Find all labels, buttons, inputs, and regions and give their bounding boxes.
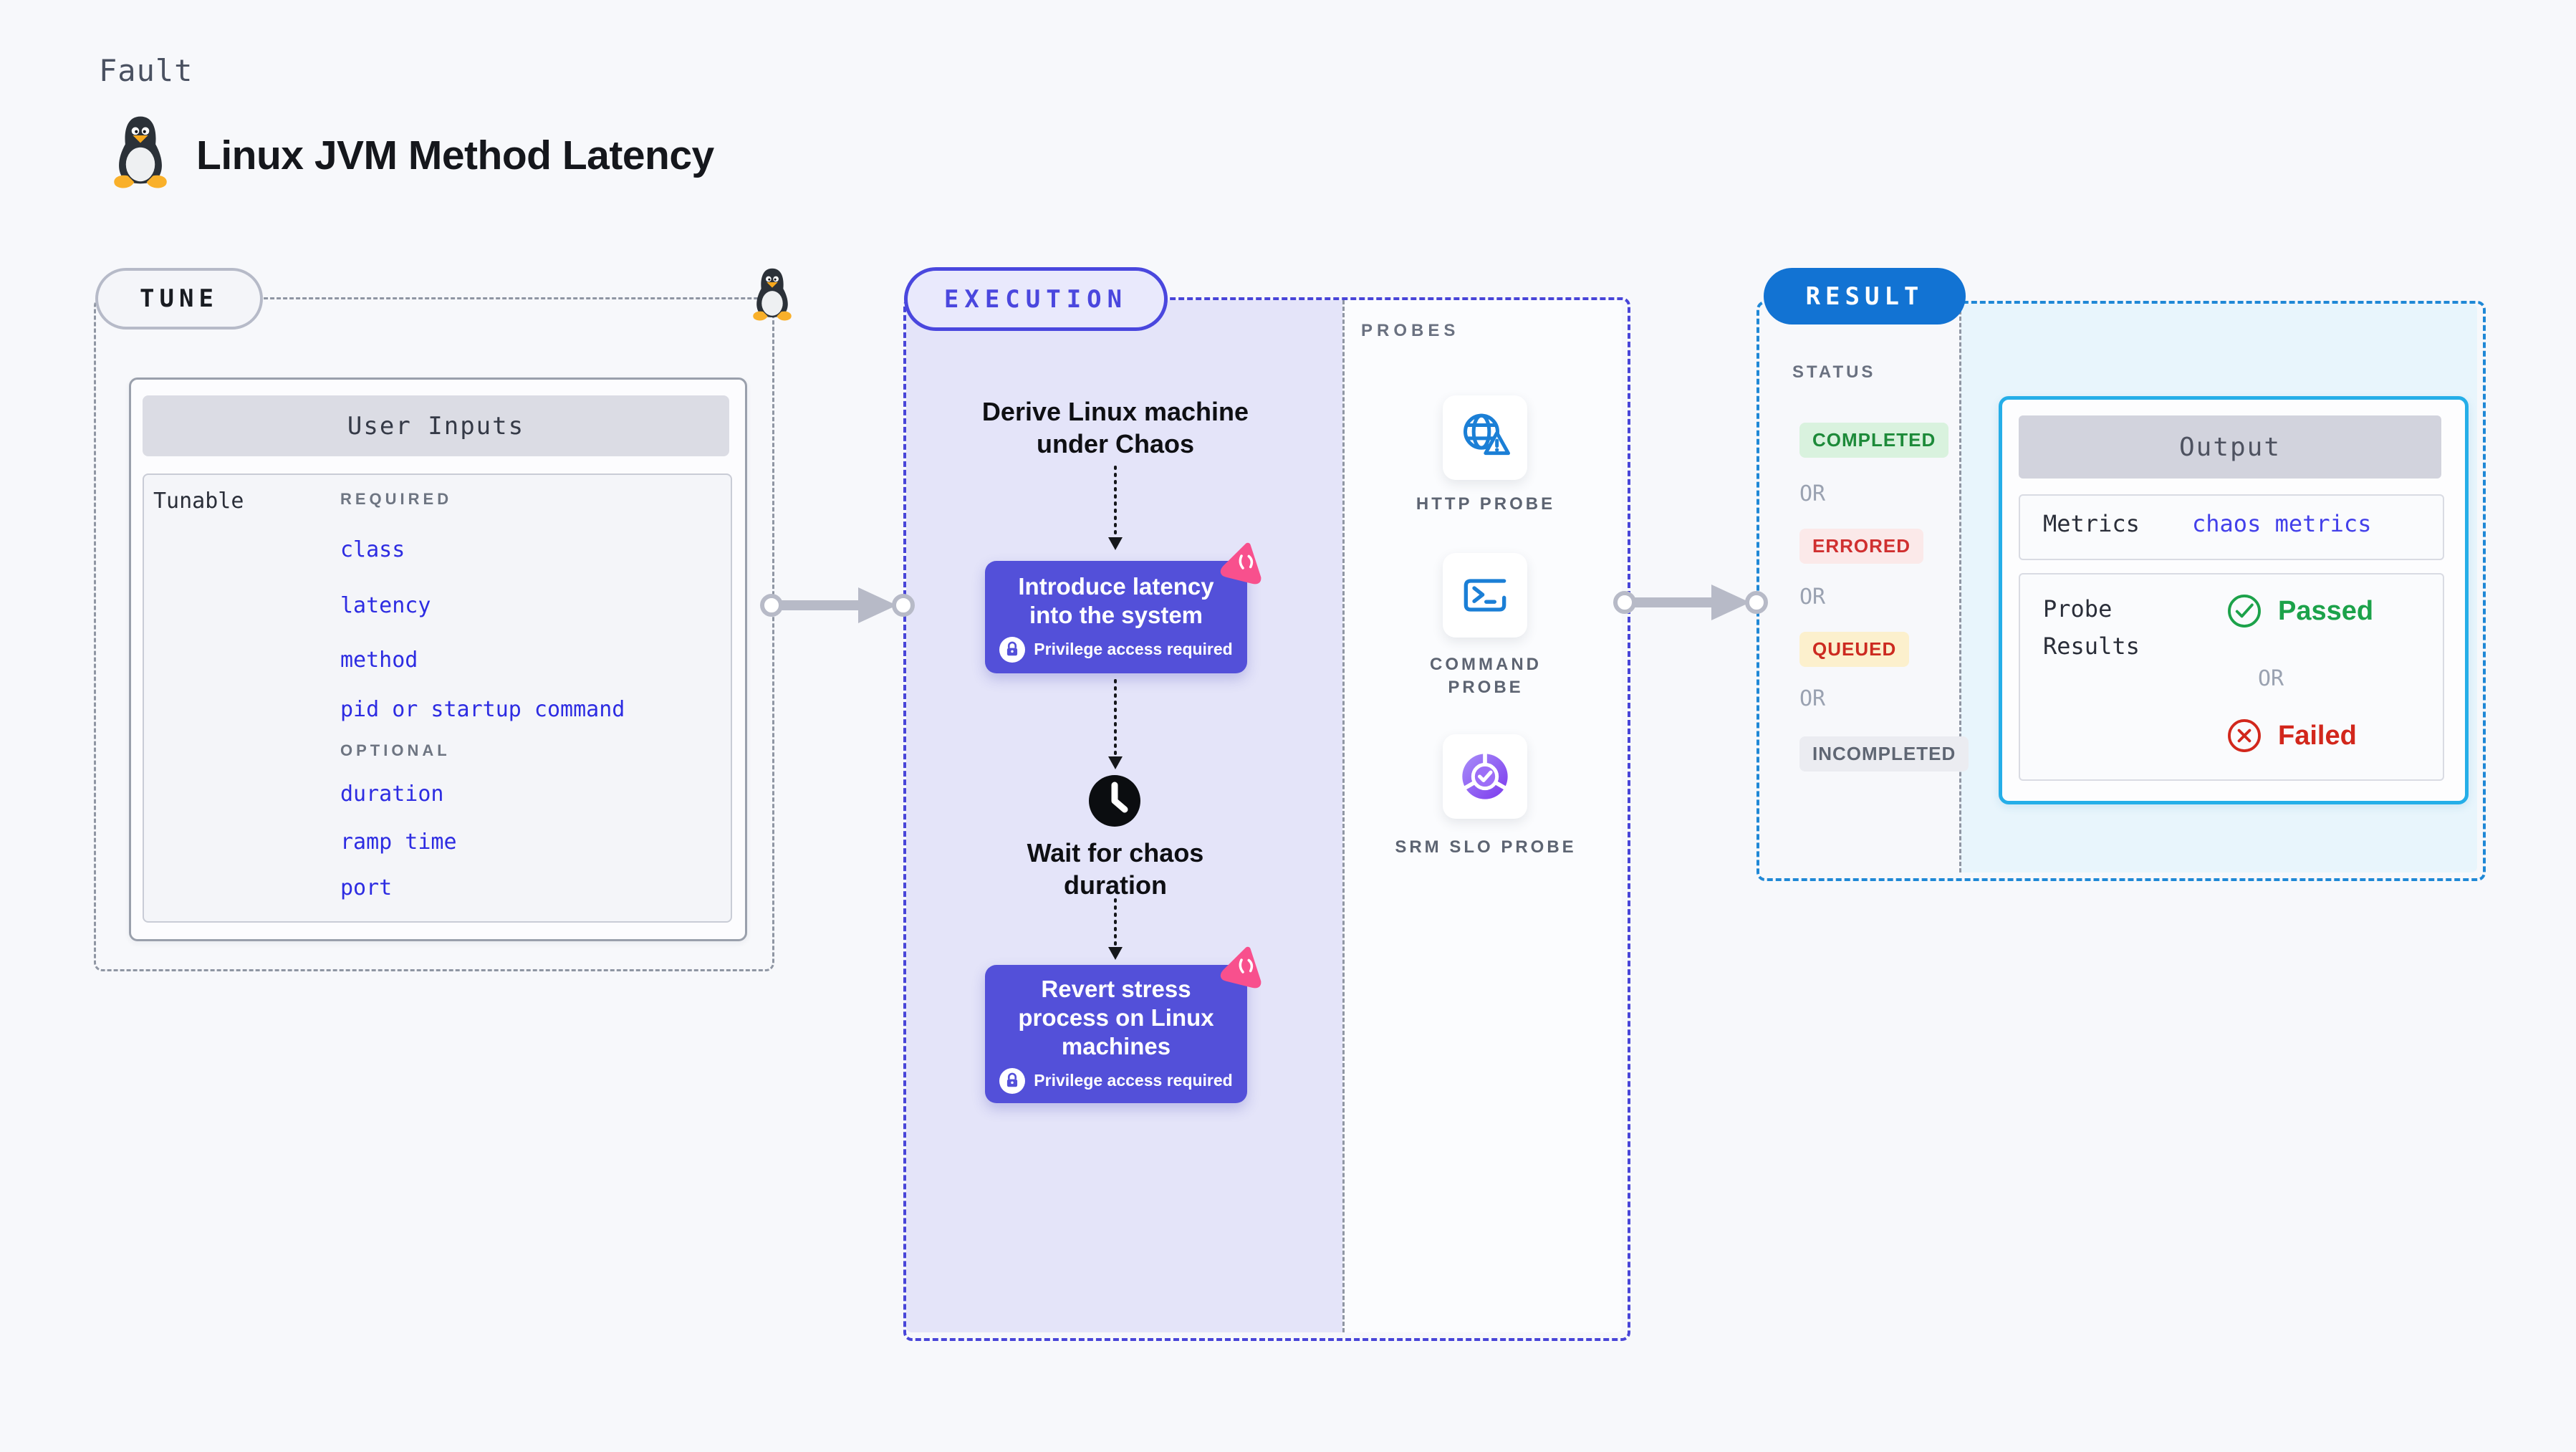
probes-heading: PROBES (1361, 321, 1460, 340)
revert-stress-title: Revert stress process on Linux machines (1018, 975, 1214, 1059)
privilege-row: Privilege access required (999, 636, 1233, 663)
or-label: OR (1799, 585, 1826, 610)
fault-label: Fault (99, 53, 193, 88)
command-probe-label: COMMAND PROBE (1430, 655, 1542, 697)
command-probe-card (1443, 553, 1527, 638)
status-badge-errored: ERRORED (1799, 529, 1924, 564)
wait-step-line2: duration (1064, 870, 1167, 900)
param-latency: latency (340, 593, 431, 618)
http-probe-label: HTTP PROBE (1416, 494, 1556, 514)
output-title: Output (2178, 432, 2282, 462)
execution-pill: EXECUTION (904, 267, 1168, 331)
or-label: OR (2258, 666, 2284, 691)
revert-stress-node: Revert stress process on Linux machines … (985, 965, 1247, 1103)
param-ramp-time: ramp time (340, 830, 457, 855)
tune-pill: TUNE (95, 268, 263, 330)
lock-icon (999, 1067, 1026, 1094)
clock-icon (1089, 775, 1140, 827)
execution-section-frame (903, 297, 1630, 1341)
srm-slo-probe-label: SRM SLO PROBE (1395, 837, 1577, 857)
check-circle-icon (2228, 595, 2261, 628)
flow-arrow-icon (760, 587, 915, 623)
required-heading: REQUIRED (340, 490, 453, 508)
terminal-icon (1464, 579, 1506, 612)
tux-linux-icon-small (753, 268, 792, 321)
status-divider (1959, 304, 1961, 872)
privilege-note: Privilege access required (1034, 640, 1233, 658)
privilege-note: Privilege access required (1034, 1071, 1233, 1090)
metrics-label: Metrics (2043, 510, 2140, 537)
derive-step-line2: under Chaos (1036, 429, 1195, 458)
http-probe-card (1443, 395, 1527, 480)
metrics-value: chaos metrics (2192, 510, 2372, 537)
introduce-latency-title: Introduce latency into the system (1018, 572, 1214, 628)
page-title: Linux JVM Method Latency (196, 133, 714, 178)
result-pill: RESULT (1764, 268, 1966, 324)
failed-label: Failed (2278, 721, 2357, 751)
user-inputs-title: User Inputs (347, 411, 525, 441)
or-label: OR (1799, 686, 1826, 711)
status-badge-completed: COMPLETED (1799, 423, 1949, 458)
param-pid-or-startup-command: pid or startup command (340, 697, 625, 722)
tunable-table (143, 473, 732, 923)
wait-step-line1: Wait for chaos (1027, 838, 1204, 867)
derive-step-text: Derive Linux machine under Chaos (951, 395, 1280, 460)
tune-pill-label: TUNE (140, 284, 218, 313)
probe-results-label: Probe Results (2043, 595, 2140, 660)
introduce-latency-node: Introduce latency into the system Privil… (985, 561, 1247, 673)
globe-warning-icon (1464, 413, 1510, 456)
derive-step-line1: Derive Linux machine (981, 397, 1249, 426)
probe-results-row (2019, 573, 2444, 781)
user-inputs-header: User Inputs (143, 395, 729, 456)
x-circle-icon (2228, 719, 2261, 752)
param-class: class (340, 537, 405, 562)
tunable-row-label: Tunable (153, 489, 244, 514)
param-duration: duration (340, 782, 444, 807)
param-port: port (340, 875, 393, 900)
flow-arrow-icon (1613, 585, 1768, 620)
optional-heading: OPTIONAL (340, 741, 451, 759)
execution-pill-label: EXECUTION (943, 284, 1128, 314)
tux-linux-icon (114, 116, 167, 188)
param-method: method (340, 648, 418, 673)
privilege-row: Privilege access required (999, 1067, 1233, 1094)
lock-icon (999, 636, 1026, 663)
wait-step-text: Wait for chaos duration (951, 837, 1280, 901)
status-badge-incompleted: INCOMPLETED (1799, 736, 1969, 771)
or-label: OR (1799, 481, 1826, 506)
status-heading: STATUS (1792, 362, 1876, 382)
probes-divider (1342, 300, 1345, 1332)
status-badge-queued: QUEUED (1799, 632, 1910, 667)
slo-pie-check-icon (1462, 752, 1508, 799)
srm-slo-probe-card (1443, 734, 1527, 819)
passed-label: Passed (2278, 596, 2374, 626)
metrics-row (2019, 494, 2444, 560)
result-pill-label: RESULT (1805, 282, 1924, 311)
tune-section-frame (94, 297, 774, 971)
output-card-header: Output (2019, 415, 2441, 479)
